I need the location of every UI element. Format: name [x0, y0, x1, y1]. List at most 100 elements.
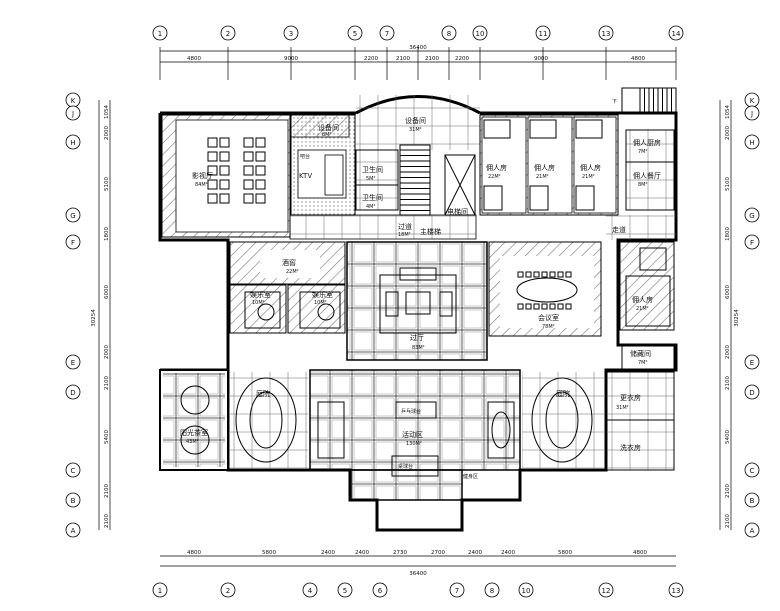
cinema-seat [243, 179, 254, 190]
room-label-ktv: KTV [299, 172, 312, 180]
top-axis-4: 5 [353, 30, 357, 38]
meeting-chair [525, 303, 532, 310]
room-label-activity: 活动区 [402, 430, 423, 439]
room-label-pingpong: 乒乓球台 [401, 408, 421, 415]
bottom-axis-5: 6 [378, 587, 383, 595]
room-label-wine-cellar: 酒窖 [282, 258, 296, 267]
bottom-axis-7: 8 [490, 587, 494, 595]
meeting-chair [541, 271, 548, 278]
bottom-total-dim: 36400 [409, 571, 427, 577]
top-axis-8: 11 [539, 30, 548, 38]
right-dim-4: 1800 [725, 227, 731, 241]
bottom-axis-8: 10 [522, 587, 531, 595]
row-axis-e-right: E [750, 359, 754, 367]
row-axis-e-left: E [71, 359, 75, 367]
row-axis-k-right: K [750, 97, 755, 105]
bottom-axis-1: 1 [158, 587, 162, 595]
cinema-seat [243, 137, 254, 148]
room-area-changing: 31M² [616, 405, 629, 411]
side-corridor: 走道 [606, 215, 676, 240]
top-axis-5: 7 [385, 30, 389, 38]
equipment-room: 设备间 31M² [356, 95, 480, 150]
room-label-billiards: 桌球台 [398, 463, 413, 470]
room-label-cinema: 影视厅 [192, 171, 213, 180]
top-dim-6: 2200 [455, 56, 469, 62]
row-axis-j-right: J [750, 110, 753, 118]
bottom-dim-1: 4800 [187, 550, 201, 556]
left-dim-9: 2100 [104, 484, 110, 498]
room-area-storage: 7M² [638, 360, 648, 366]
room-area-servant-3: 21M² [582, 174, 595, 180]
top-dim-1: 4800 [187, 56, 201, 62]
row-axis-f-right: F [750, 239, 754, 247]
bottom-dim-4: 2400 [355, 550, 369, 556]
meeting-chair [517, 303, 524, 310]
activity-area: 乒乓球台 活动区 130M² 桌球台 [309, 369, 521, 501]
room-label-servant-dining: 佣人餐厅 [633, 171, 661, 180]
meeting-chair [517, 271, 524, 278]
room-label-servant-2: 佣人房 [534, 163, 555, 172]
cinema-seat [255, 179, 266, 190]
row-axis-a-left: A [71, 527, 76, 535]
room-label-gym: 健身区 [463, 473, 478, 480]
meeting-chair [541, 303, 548, 310]
room-area-servant-2: 21M² [536, 174, 549, 180]
top-dimension-chain: 36400 4800 9000 2200 2100 2100 2200 9000… [159, 45, 677, 80]
meeting-chair [557, 271, 564, 278]
top-axis-7: 10 [476, 30, 485, 38]
cinema-seat [207, 151, 218, 162]
row-axis-h-right: H [749, 139, 754, 147]
top-axis-9: 13 [602, 30, 611, 38]
top-axis-3: 3 [289, 30, 293, 38]
bottom-axis-2: 2 [226, 587, 230, 595]
room-label-changing: 更衣房 [620, 393, 641, 402]
outdoor-stair: 下 [612, 87, 677, 114]
right-dim-1: 1054 [725, 105, 731, 119]
cinema-seat [207, 179, 218, 190]
cinema-seat [255, 137, 266, 148]
room-label-storage: 储藏间 [630, 349, 651, 358]
meeting-chair [549, 271, 556, 278]
row-axis-a-right: A [750, 527, 755, 535]
meeting-chair [525, 271, 532, 278]
ktv-room: 设备间 8M² KTV 吧台 [290, 114, 356, 216]
top-axis-2: 2 [226, 30, 230, 38]
row-axis-h-left: H [70, 139, 75, 147]
meeting-chair [549, 303, 556, 310]
left-dim-7: 2100 [104, 376, 110, 390]
bottom-axis-10: 13 [672, 587, 681, 595]
right-dim-8: 5400 [725, 430, 731, 444]
right-dim-6: 2000 [725, 345, 731, 359]
room-area-equipment: 31M² [409, 127, 422, 133]
top-dim-2: 9000 [284, 56, 298, 62]
corridor-top: 过道 18M² 主楼梯 [289, 214, 477, 240]
room-label-aisle: 走道 [612, 225, 626, 234]
meeting-chair [533, 303, 540, 310]
room-label-servant-4: 佣人房 [632, 295, 653, 304]
left-dim-5: 6000 [104, 285, 110, 299]
storage-room: 储藏间 7M² [621, 344, 675, 371]
right-dim-2: 2000 [725, 126, 731, 140]
row-axis-k-left: K [71, 97, 76, 105]
top-total-dim: 36400 [409, 45, 427, 51]
meeting-chair [533, 271, 540, 278]
room-area-meeting: 78M² [542, 324, 555, 330]
bottom-axis-4: 5 [343, 587, 347, 595]
cinema-seat [219, 137, 230, 148]
bottom-axis-3: 4 [308, 587, 313, 595]
left-dim-2: 2000 [104, 126, 110, 140]
gym-entry: 健身区 [376, 473, 478, 531]
row-axis-c-left: C [71, 467, 76, 475]
right-dim-3: 5100 [725, 177, 731, 191]
row-axis-c-right: C [750, 467, 755, 475]
room-label-equipment-small: 设备间 [318, 123, 339, 132]
recreation-rooms: 娱乐室 10M² 娱乐室 10M² [229, 284, 346, 334]
room-label-rec-2: 娱乐室 [312, 290, 333, 299]
room-area-rec-2: 10M² [314, 300, 327, 306]
row-axis-b-left: B [71, 497, 76, 505]
servant-room-4: 佣人房 21M² [619, 241, 675, 331]
meeting-chair [565, 271, 572, 278]
cinema-seat [255, 151, 266, 162]
bottom-dim-10: 4800 [633, 550, 647, 556]
